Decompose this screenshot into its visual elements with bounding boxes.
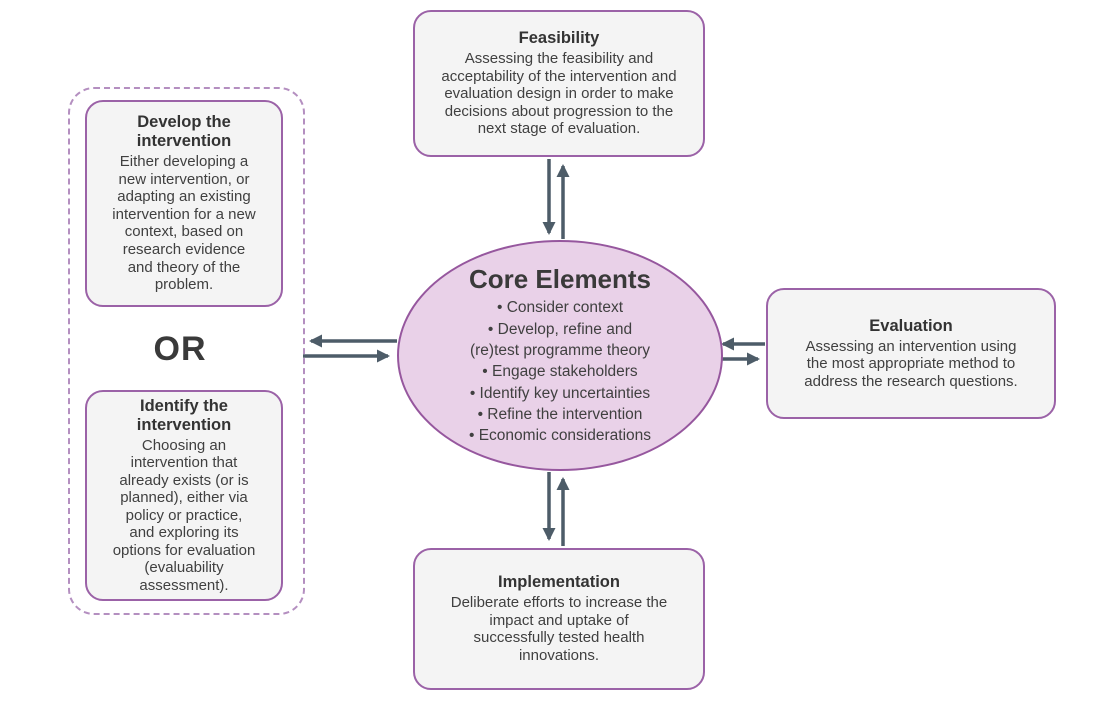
feasibility-description: Assessing the feasibility and acceptabil… xyxy=(441,50,677,138)
core-bullet-economic-considerations: • Economic considerations xyxy=(468,427,652,445)
identify-intervention-box: Identify the intervention Choosing an in… xyxy=(85,390,283,601)
core-bullet-consider-context: • Consider context xyxy=(496,299,624,317)
core-bullet-refine-intervention: • Refine the intervention xyxy=(477,406,643,424)
feasibility-box: Feasibility Assessing the feasibility an… xyxy=(413,10,705,157)
evaluation-box: Evaluation Assessing an intervention usi… xyxy=(766,288,1056,419)
feasibility-title: Feasibility xyxy=(518,29,600,48)
or-group-outline xyxy=(68,87,305,615)
develop-intervention-description: Either developing a new intervention, or… xyxy=(112,153,256,294)
identify-intervention-description: Choosing an intervention that already ex… xyxy=(112,436,256,594)
implementation-description: Deliberate efforts to increase the impac… xyxy=(450,594,668,665)
identify-intervention-title: Identify the intervention xyxy=(136,396,232,434)
evaluation-title: Evaluation xyxy=(869,316,953,335)
develop-intervention-box: Develop the intervention Either developi… xyxy=(85,100,283,307)
core-bullet-engage-stakeholders: • Engage stakeholders xyxy=(482,363,638,381)
core-bullet-programme-theory: • Develop, refine and (re)test programme… xyxy=(469,320,650,359)
implementation-title: Implementation xyxy=(498,573,620,592)
evaluation-description: Assessing an intervention using the most… xyxy=(804,337,1018,390)
core-elements-list: • Consider context • Develop, refine and… xyxy=(469,297,651,447)
core-bullet-key-uncertainties: • Identify key uncertainties xyxy=(469,384,651,402)
implementation-box: Implementation Deliberate efforts to inc… xyxy=(413,548,705,690)
or-label: OR xyxy=(153,330,207,368)
core-elements-title: Core Elements xyxy=(468,264,652,295)
core-elements-ellipse: Core Elements • Consider context • Devel… xyxy=(397,240,723,471)
develop-intervention-title: Develop the intervention xyxy=(136,113,232,151)
